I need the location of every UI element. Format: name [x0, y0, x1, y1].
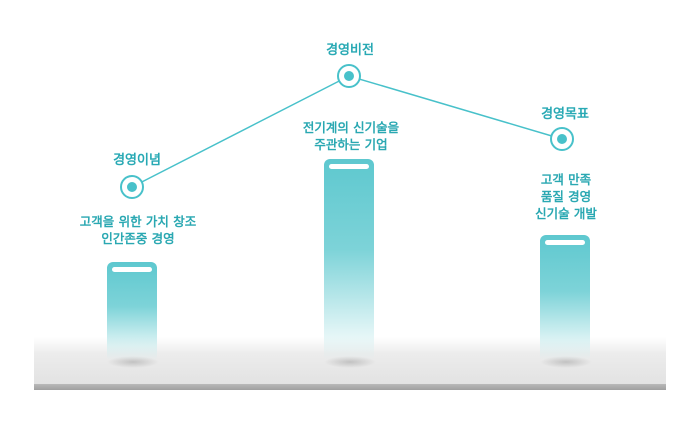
- description-line: 고객 만족: [540, 172, 592, 187]
- node-core: [557, 134, 567, 144]
- stage-description: 고객을 위한 가치 창조 인간존중 경영: [80, 213, 197, 247]
- bar-stage-2: [324, 159, 374, 360]
- node-core: [344, 71, 354, 81]
- stage-title: 경영비전: [326, 43, 374, 58]
- bar-cap: [329, 164, 369, 169]
- stage-title: 경영목표: [541, 107, 589, 122]
- description-line: 주관하는 기업: [314, 137, 388, 152]
- stage-description: 전기계의 신기술을 주관하는 기업: [303, 119, 399, 153]
- description-line: 신기술 개발: [535, 206, 597, 221]
- stage-description: 고객 만족 품질 경영 신기술 개발: [535, 171, 597, 222]
- bar-cap: [545, 240, 585, 245]
- node-stage-3: [550, 127, 574, 151]
- bar-stage-3: [540, 235, 590, 360]
- description-line: 인간존중 경영: [101, 231, 175, 246]
- description-line: 품질 경영: [540, 189, 592, 204]
- stage-title: 경영이념: [113, 153, 161, 168]
- bar-cap: [112, 267, 152, 272]
- description-line: 고객을 위한 가치 창조: [79, 214, 197, 229]
- floor-edge: [34, 384, 666, 390]
- node-core: [127, 182, 137, 192]
- node-stage-2: [337, 64, 361, 88]
- description-line: 전기계의 신기술을: [302, 120, 400, 135]
- node-stage-1: [120, 175, 144, 199]
- bar-stage-1: [107, 262, 157, 360]
